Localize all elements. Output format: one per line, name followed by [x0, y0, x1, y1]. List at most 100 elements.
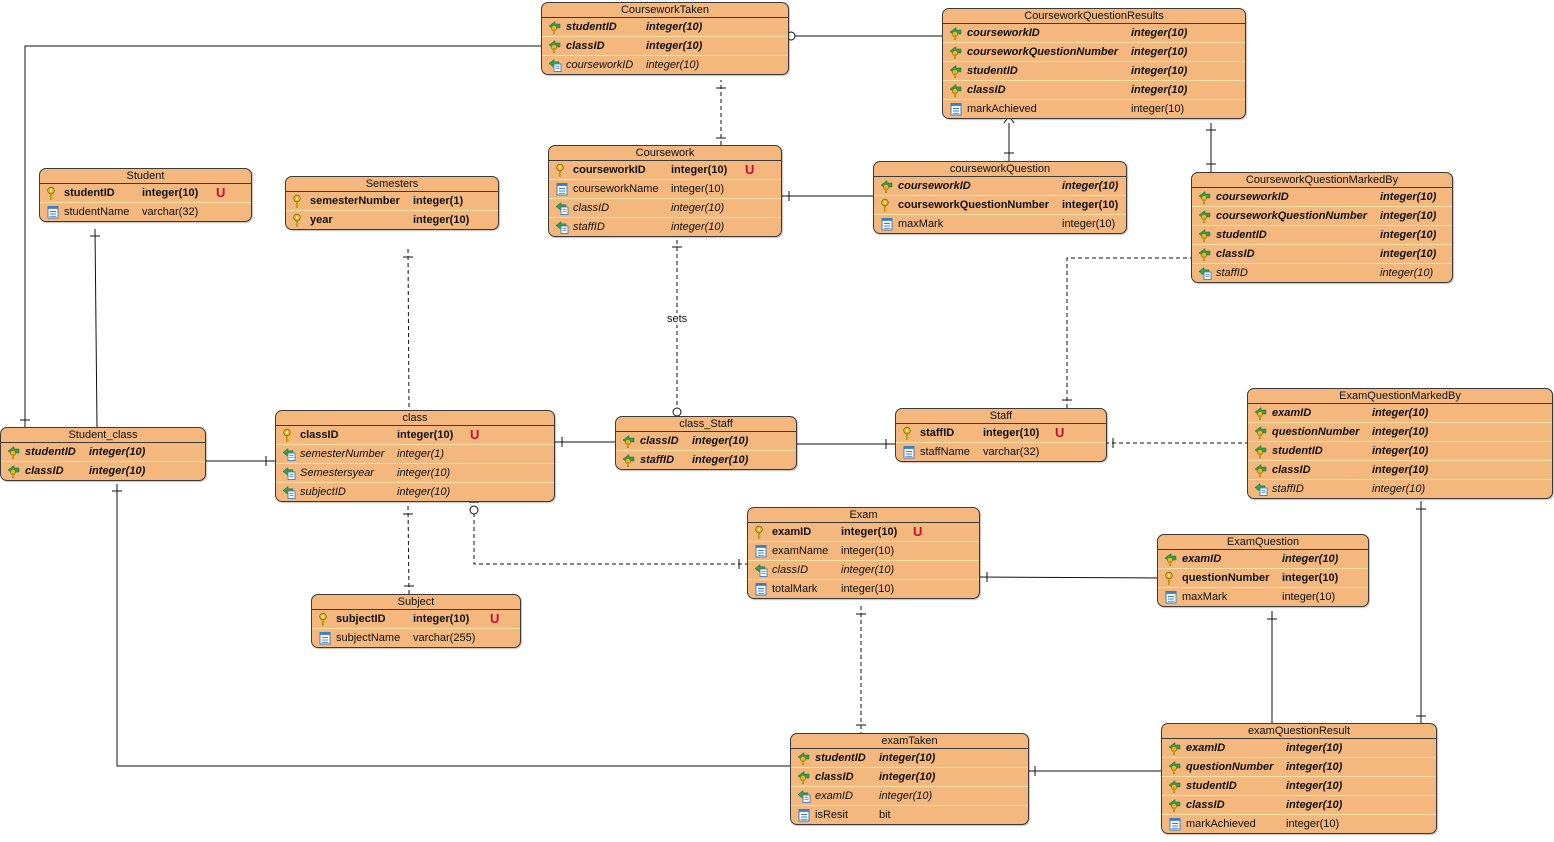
relationship-ExamQuestion-examQuestionResult[interactable]	[1266, 611, 1278, 740]
column-icon	[880, 217, 894, 231]
column-type: integer(10)	[413, 613, 470, 625]
relationship-Coursework-CourseworkTaken[interactable]	[716, 80, 726, 145]
relationship-Exam-ExamQuestion[interactable]	[977, 572, 1174, 584]
relationship-examTaken-examQuestionResult[interactable]	[1027, 765, 1178, 777]
relationship-Student-Student_class[interactable]	[90, 228, 103, 444]
relationship-Staff-CourseworkQuestionMarkedBy[interactable]	[1062, 252, 1208, 408]
relationship-ExamQuestionMarkedBy-examQuestionResult[interactable]	[1416, 501, 1426, 723]
column-type: integer(10)	[1286, 780, 1343, 792]
relationship-Coursework-class_Staff[interactable]	[672, 240, 682, 421]
relationship-CourseworkTaken-CourseworkQuestionResults[interactable]	[782, 30, 959, 42]
relationship-Exam-examTaken[interactable]	[856, 606, 866, 733]
relationship-Semesters-class[interactable]	[403, 248, 415, 427]
relationship-CourseworkTaken-Student_class[interactable]	[20, 40, 558, 427]
column-name: courseworkID	[573, 164, 646, 176]
relationship-CourseworkQuestionResults-CourseworkQuestionMarkedBy[interactable]	[1206, 123, 1216, 172]
relationship-class-Exam[interactable]	[469, 501, 747, 569]
unique-constraint-icon: U	[1055, 425, 1065, 440]
primary-foreign-key-icon	[1254, 463, 1268, 478]
foreign-key-icon	[1254, 482, 1268, 496]
column-type: integer(10)	[1131, 84, 1188, 96]
primary-foreign-key-icon	[1164, 552, 1178, 567]
relationship-class-Subject[interactable]	[403, 505, 414, 595]
relationship-Staff-ExamQuestionMarkedBy[interactable]	[1105, 437, 1264, 449]
